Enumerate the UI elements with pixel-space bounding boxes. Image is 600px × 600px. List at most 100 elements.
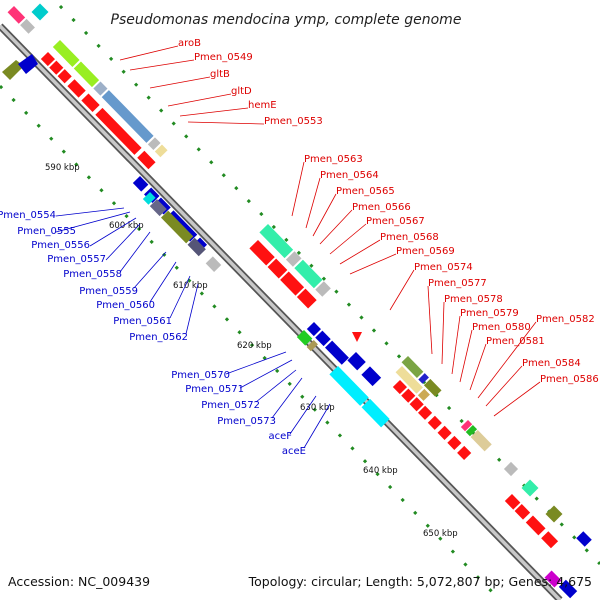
gene-block[interactable] xyxy=(187,237,206,257)
gene-arrow[interactable] xyxy=(280,271,305,296)
gene-arrow[interactable] xyxy=(409,397,424,412)
gene-label[interactable]: Pmen_0582 xyxy=(536,314,595,325)
gene-label[interactable]: Pmen_0564 xyxy=(320,170,379,181)
gene-label[interactable]: Pmen_0581 xyxy=(486,336,545,347)
gene-arrow[interactable] xyxy=(576,531,592,547)
gene-block[interactable] xyxy=(73,61,100,88)
gene-block[interactable] xyxy=(149,199,167,217)
gene-block[interactable] xyxy=(470,430,492,452)
gene-arrow[interactable] xyxy=(81,93,100,112)
gene-arrow[interactable] xyxy=(541,531,559,549)
gene-arrow[interactable] xyxy=(296,288,317,309)
gene-block[interactable] xyxy=(294,259,323,289)
gene-arrow[interactable] xyxy=(504,494,521,510)
gene-block[interactable] xyxy=(417,388,430,401)
gene-arrow[interactable] xyxy=(325,340,349,365)
gene-block[interactable] xyxy=(503,461,519,477)
gene-label[interactable]: Pmen_0572 xyxy=(201,400,260,411)
gene-arrow[interactable] xyxy=(347,352,366,371)
gene-label[interactable]: Pmen_0561 xyxy=(113,316,172,327)
gene-arrow[interactable] xyxy=(525,515,546,536)
gene-block[interactable] xyxy=(401,356,424,379)
gene-label[interactable]: Pmen_0567 xyxy=(366,216,425,227)
gene-label[interactable]: Pmen_0570 xyxy=(171,370,230,381)
gene-block[interactable] xyxy=(161,210,194,244)
gene-block[interactable] xyxy=(521,479,539,497)
gene-arrow[interactable] xyxy=(18,54,38,74)
gene-block[interactable] xyxy=(306,340,318,352)
gene-arrow[interactable] xyxy=(514,504,531,520)
gene-label[interactable]: Pmen_0580 xyxy=(472,322,531,333)
gene-label[interactable]: Pmen_0586 xyxy=(540,374,599,385)
gene-label[interactable]: Pmen_0577 xyxy=(428,278,487,289)
gene-block[interactable] xyxy=(2,60,24,80)
gene-block[interactable] xyxy=(7,6,26,24)
gene-label[interactable]: gltD xyxy=(231,86,252,97)
gene-arrow[interactable] xyxy=(558,579,578,599)
gene-arrow[interactable] xyxy=(95,107,142,155)
gene-label[interactable]: Pmen_0553 xyxy=(264,116,323,127)
gene-block[interactable] xyxy=(142,192,156,205)
gene-block[interactable] xyxy=(423,378,442,397)
gene-block[interactable] xyxy=(93,81,108,96)
gene-arrow[interactable] xyxy=(57,69,72,84)
gene-arrow[interactable] xyxy=(249,240,275,266)
gene-label[interactable]: Pmen_0571 xyxy=(185,384,244,395)
gene-label[interactable]: gltB xyxy=(210,69,230,80)
gene-block[interactable] xyxy=(259,224,294,259)
gene-arrow[interactable] xyxy=(401,388,416,403)
gene-label[interactable]: Pmen_0574 xyxy=(414,262,473,273)
gene-arrow[interactable] xyxy=(306,322,321,337)
gene-block[interactable] xyxy=(285,251,302,267)
gene-block[interactable] xyxy=(147,137,161,151)
gene-block[interactable] xyxy=(296,330,313,346)
gene-label[interactable]: Pmen_0568 xyxy=(380,232,439,243)
gene-arrow[interactable] xyxy=(361,366,382,387)
gene-block[interactable] xyxy=(418,373,429,384)
gene-block[interactable] xyxy=(361,398,390,428)
gene-block[interactable] xyxy=(545,505,563,523)
gene-block[interactable] xyxy=(101,90,154,143)
gene-label[interactable]: Pmen_0562 xyxy=(129,332,188,343)
gene-arrow[interactable] xyxy=(137,150,156,170)
gene-label[interactable]: Pmen_0559 xyxy=(79,286,138,297)
gene-label[interactable]: Pmen_0565 xyxy=(336,186,395,197)
gene-arrow[interactable] xyxy=(315,330,331,347)
gene-label[interactable]: aceF xyxy=(268,431,292,442)
gene-block[interactable] xyxy=(154,144,168,158)
gene-block[interactable] xyxy=(460,420,473,432)
gene-block[interactable] xyxy=(465,425,478,437)
gene-arrow[interactable] xyxy=(437,425,452,440)
gene-label[interactable]: Pmen_0558 xyxy=(63,269,122,280)
gene-block[interactable] xyxy=(31,3,49,21)
gene-block[interactable] xyxy=(315,281,331,297)
gene-label[interactable]: Pmen_0560 xyxy=(96,300,155,311)
gene-arrow[interactable] xyxy=(40,52,55,67)
gene-label[interactable]: Pmen_0579 xyxy=(460,308,519,319)
gene-label[interactable]: aroB xyxy=(178,38,201,49)
gene-arrow[interactable] xyxy=(457,445,472,460)
gene-label[interactable]: Pmen_0549 xyxy=(194,52,253,63)
gene-arrow[interactable] xyxy=(447,435,462,450)
gene-block[interactable] xyxy=(544,570,562,588)
gene-block[interactable] xyxy=(52,40,80,68)
gene-block[interactable] xyxy=(205,256,222,272)
gene-label[interactable]: Pmen_0573 xyxy=(217,416,276,427)
gene-arrow[interactable] xyxy=(417,405,433,420)
gene-label[interactable]: Pmen_0563 xyxy=(304,154,363,165)
gene-label[interactable]: Pmen_0566 xyxy=(352,202,411,213)
gene-label[interactable]: Pmen_0557 xyxy=(47,254,106,265)
gene-arrow[interactable] xyxy=(267,258,288,279)
gene-label[interactable]: aceE xyxy=(282,446,306,457)
gene-label[interactable]: Pmen_0584 xyxy=(522,358,581,369)
gene-arrow[interactable] xyxy=(49,60,64,75)
gene-label[interactable]: Pmen_0556 xyxy=(31,240,90,251)
gene-arrow[interactable] xyxy=(132,176,149,192)
gene-block[interactable] xyxy=(329,366,369,406)
gene-label[interactable]: hemE xyxy=(248,100,277,111)
gene-block[interactable] xyxy=(20,18,35,34)
gene-label[interactable]: Pmen_0569 xyxy=(396,246,455,257)
gene-arrow[interactable] xyxy=(427,415,442,430)
gene-label[interactable]: Pmen_0555 xyxy=(17,226,76,237)
gene-label[interactable]: Pmen_0578 xyxy=(444,294,503,305)
